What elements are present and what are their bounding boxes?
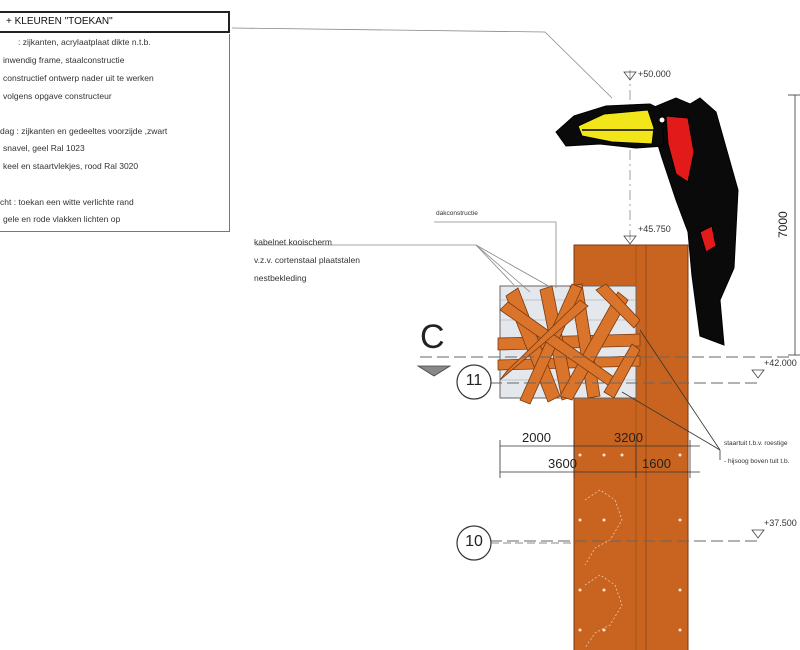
callout-right-2: - hijsoog boven tuit t.b. — [724, 458, 790, 465]
legend-line: volgens opgave constructeur — [3, 91, 112, 101]
dimension-lines — [499, 94, 800, 478]
toucan-throat — [665, 115, 695, 183]
right-leader — [639, 329, 721, 451]
dim-label-3200: 3200 — [614, 430, 643, 445]
legend-line: constructief ontwerp nader uit te werken — [3, 73, 154, 83]
legend-line: gele en rode vlakken lichten op — [3, 214, 121, 224]
level-label-top: +50.000 — [638, 69, 671, 79]
toucan-eye — [658, 116, 666, 124]
level-lines — [420, 356, 790, 542]
level-label-floor11: +42.000 — [764, 358, 797, 368]
callout-right-1: staartuit t.b.v. roestige — [724, 440, 788, 447]
toucan-figure — [555, 97, 739, 346]
axis-bubble-11 — [456, 364, 492, 400]
axis-label-10: 10 — [465, 533, 483, 550]
legend-line: cht : toekan een witte verlichte rand — [0, 197, 134, 207]
stair-outline — [584, 489, 623, 649]
axis-label-11: 11 — [465, 372, 483, 389]
legend-leader — [231, 27, 613, 99]
legend-line: snavel, geel Ral 1023 — [3, 143, 85, 153]
level-label-roof: +45.750 — [638, 224, 671, 234]
legend-panel — [0, 34, 230, 232]
nest-beams — [497, 283, 641, 405]
callout-nestbekleding: nestbekleding — [254, 273, 307, 283]
tower-bolts — [578, 453, 682, 632]
legend-line: dag : zijkanten en gedeeltes voorzijde ,… — [0, 126, 168, 136]
toucan-tail-spot — [699, 225, 717, 253]
legend-line: : zijkanten, acrylaatplaat dikte n.t.b. — [18, 37, 151, 47]
legend-line: keel en staartvlekjes, rood Ral 3020 — [3, 161, 139, 171]
section-marker: C — [420, 318, 445, 356]
dim-label-7000: 7000 — [776, 211, 790, 238]
legend-title: + KLEUREN "TOEKAN" — [0, 11, 230, 33]
callout-dakconstructie: dakconstructie — [436, 210, 478, 217]
callout-kabelnet: kabelnet kooischerm — [254, 237, 332, 247]
dim-label-3600: 3600 — [548, 456, 577, 471]
dim-label-2000: 2000 — [522, 430, 551, 445]
level-markers — [416, 71, 765, 539]
level-label-floor10: +37.500 — [764, 518, 797, 528]
callout-cortenstaal: v.z.v. cortenstaal plaatstalen — [254, 255, 360, 265]
dim-label-1600: 1600 — [642, 456, 671, 471]
toucan-beak — [577, 109, 655, 145]
legend-line: inwendig frame, staalconstructie — [3, 55, 125, 65]
